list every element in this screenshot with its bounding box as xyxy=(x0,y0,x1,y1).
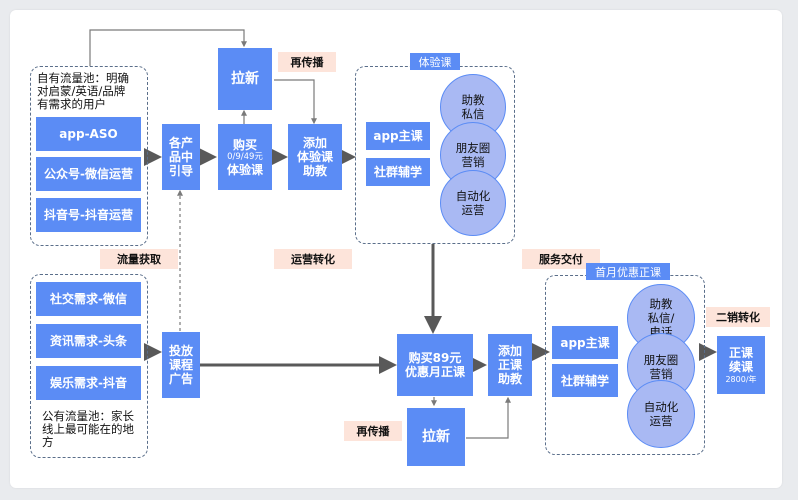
renewal-price: 2800/年 xyxy=(725,374,757,384)
node-referral-top: 拉新 xyxy=(218,48,272,110)
node-buy-formal: 购买89元 优惠月正课 xyxy=(397,334,473,396)
node-ad-placement: 投放 课程 广告 xyxy=(162,332,200,398)
label-traffic-acquisition: 流量获取 xyxy=(100,249,178,269)
channel-social-wechat: 社交需求-微信 xyxy=(36,282,141,316)
trial-community: 社群辅学 xyxy=(366,158,430,186)
label-service-delivery: 服务交付 xyxy=(522,249,600,269)
node-renewal: 正课 续课 2800/年 xyxy=(717,336,765,394)
node-in-product-guide: 各产 品中 引导 xyxy=(162,124,200,190)
owned-traffic-group xyxy=(30,66,148,246)
channel-wechat-official: 公众号-微信运营 xyxy=(36,157,141,191)
label-ops-conversion: 运营转化 xyxy=(274,249,352,269)
trial-circle-moments: 朋友圈 营销 xyxy=(440,122,506,188)
node-referral-bottom: 拉新 xyxy=(407,408,465,466)
formal-community: 社群辅学 xyxy=(552,364,618,397)
renewal-label: 正课 续课 xyxy=(728,345,753,374)
label-respread-top: 再传播 xyxy=(278,52,336,72)
trial-circle-automation: 自动化 运营 xyxy=(440,170,506,236)
owned-traffic-note: 自有流量池：明确 对启蒙/英语/品牌 有需求的用户 xyxy=(37,71,129,111)
label-respread-bottom: 再传播 xyxy=(344,421,402,441)
channel-douyin-account: 抖音号-抖音运营 xyxy=(36,198,141,232)
trial-app-main: app主课 xyxy=(366,122,430,150)
formal-circle-automation: 自动化 运营 xyxy=(627,380,695,448)
formal-app-main: app主课 xyxy=(552,326,618,359)
public-traffic-note: 公有流量池：家长 线上最可能在的地 方 xyxy=(42,409,134,449)
buy-trial-price: 0/9/49元 xyxy=(227,151,263,162)
buy-trial-sub: 体验课 xyxy=(226,162,263,177)
channel-app-aso: app-ASO xyxy=(36,117,141,151)
label-resale-conversion: 二销转化 xyxy=(706,307,770,327)
channel-entertainment-douyin: 娱乐需求-抖音 xyxy=(36,366,141,400)
trial-course-title: 体验课 xyxy=(410,53,460,70)
public-traffic-group xyxy=(30,274,148,458)
node-add-formal-assistant: 添加 正课 助教 xyxy=(488,334,532,396)
channel-news-toutiao: 资讯需求-头条 xyxy=(36,324,141,358)
node-buy-trial: 购买 0/9/49元 体验课 xyxy=(218,124,272,190)
buy-trial-label: 购买 xyxy=(232,137,257,152)
formal-course-title: 首月优惠正课 xyxy=(586,263,670,280)
node-add-trial-assistant: 添加 体验课 助教 xyxy=(288,124,342,190)
